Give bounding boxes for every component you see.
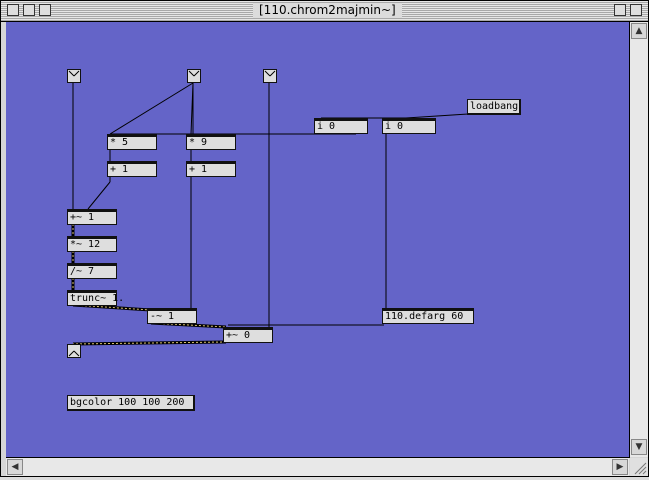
zoom-right-icon[interactable] — [614, 4, 626, 16]
add-1-object-b[interactable]: + 1 — [186, 161, 236, 177]
signal-add-1-object[interactable]: +~ 1 — [67, 209, 117, 225]
multiply-5-object[interactable]: * 5 — [107, 134, 157, 150]
collapse-box-icon[interactable] — [39, 4, 51, 16]
title-bar[interactable]: [110.chrom2majmin~] — [1, 1, 648, 22]
multiply-9-object[interactable]: * 9 — [186, 134, 236, 150]
scroll-down-icon[interactable]: ▼ — [631, 439, 647, 455]
add-1-object-a[interactable]: + 1 — [107, 161, 157, 177]
signal-multiply-12-object[interactable]: *~ 12 — [67, 236, 117, 252]
defarg-object[interactable]: 110.defarg 60 — [382, 308, 474, 324]
bgcolor-message[interactable]: bgcolor 100 100 200 — [67, 395, 195, 411]
scroll-right-icon[interactable]: ▶ — [612, 459, 628, 475]
patch-canvas[interactable]: loadbang i 0 i 0 * 5 * 9 + 1 + 1 +~ 1 *~… — [6, 22, 630, 458]
trunc-object[interactable]: trunc~ 1. — [67, 290, 124, 306]
signal-divide-7-object[interactable]: /~ 7 — [67, 263, 117, 279]
collapse-right-icon[interactable] — [630, 4, 642, 16]
loadbang-object[interactable]: loadbang — [467, 99, 521, 115]
int-object-1[interactable]: i 0 — [314, 118, 368, 134]
vertical-scrollbar[interactable]: ▲ ▼ — [630, 22, 648, 457]
signal-subtract-1-object[interactable]: -~ 1 — [147, 308, 197, 324]
toggle-left[interactable] — [67, 69, 81, 83]
toggle-right[interactable] — [263, 69, 277, 83]
horizontal-scrollbar[interactable]: ◀ ▶ — [6, 458, 629, 476]
toggle-middle[interactable] — [187, 69, 201, 83]
resize-grip-icon[interactable] — [630, 458, 648, 476]
signal-add-0-object[interactable]: +~ 0 — [223, 327, 273, 343]
zoom-box-icon[interactable] — [23, 4, 35, 16]
int-object-2[interactable]: i 0 — [382, 118, 436, 134]
scroll-up-icon[interactable]: ▲ — [631, 23, 647, 39]
signal-output-icon[interactable] — [67, 344, 81, 358]
close-box-icon[interactable] — [7, 4, 19, 16]
window-title: [110.chrom2majmin~] — [253, 3, 402, 18]
scroll-left-icon[interactable]: ◀ — [7, 459, 23, 475]
